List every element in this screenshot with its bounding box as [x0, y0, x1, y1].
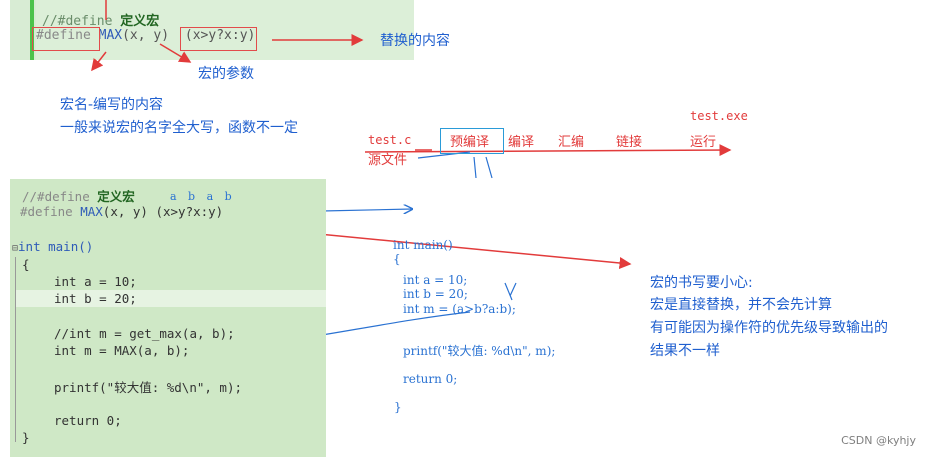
define-highlight-box	[32, 27, 100, 51]
exp-line-printf: printf("较大值: %d\n", m);	[403, 344, 556, 358]
code-define-name: MAX	[80, 204, 103, 219]
step-link: 链接	[616, 135, 643, 150]
code-comment: //#define	[22, 189, 90, 204]
top-comment-line: //#define 定义宏	[42, 10, 159, 29]
code-line-open-brace: {	[22, 257, 30, 272]
comment-prefix: //#define	[42, 14, 113, 29]
comment-title: 定义宏	[120, 14, 160, 29]
code-line-close-brace: }	[22, 430, 30, 445]
code-comment-line: //#define 定义宏	[22, 186, 135, 205]
macro-name-note-2: 一般来说宏的名字全大写，函数不一定	[60, 120, 298, 136]
body-highlight-box	[180, 27, 257, 51]
exe-file-label: test.exe	[690, 109, 748, 123]
top-define-line: #define MAX(x, y) (x>y?x:y)	[36, 28, 255, 43]
exp-line-main: int main()	[393, 238, 453, 252]
code-define-line: #define MAX(x, y) (x>y?x:y)	[20, 204, 223, 219]
code-line-comment: //int m = get_max(a, b);	[54, 326, 235, 341]
code-comment-title: 定义宏	[97, 189, 135, 204]
exp-line-m: int m = (a>b?a:b);	[403, 302, 516, 316]
exp-line-b: int b = 20;	[403, 287, 468, 301]
watermark: CSDN @kyhjy	[841, 434, 916, 447]
main-code-panel	[10, 179, 326, 457]
note-line-1: 宏的书写要小心:	[650, 275, 753, 291]
replace-content-label: 替换的内容	[380, 33, 450, 49]
current-line-highlight	[16, 290, 326, 307]
exp-line-a: int a = 10;	[403, 273, 468, 287]
macro-params: (x, y)	[122, 28, 170, 43]
handwritten-params: a b a b	[170, 190, 236, 203]
run-label: 运行	[690, 135, 717, 150]
code-line-b: int b = 20;	[54, 291, 137, 306]
note-line-4: 结果不一样	[650, 343, 720, 359]
fold-guide	[15, 257, 16, 442]
step-compile: 编译	[508, 135, 535, 150]
code-line-printf: printf("较大值: %d\n", m);	[54, 380, 243, 395]
step-assemble: 汇编	[558, 135, 585, 150]
macro-name: MAX	[98, 28, 123, 43]
code-line-m: int m = MAX(a, b);	[54, 343, 190, 358]
exp-line-close: }	[394, 400, 402, 414]
macro-params-label: 宏的参数	[198, 66, 254, 82]
step-precompile: 预编译	[450, 135, 490, 150]
exp-line-return: return 0;	[403, 372, 458, 386]
exp-line-open: {	[393, 252, 401, 266]
define-keyword: #define	[36, 28, 91, 43]
code-main-sig: int main()	[18, 239, 94, 254]
source-label: 源文件	[368, 153, 408, 168]
precompile-box	[440, 128, 504, 154]
code-define-rest: (x, y) (x>y?x:y)	[102, 204, 224, 219]
code-line-main: ⊟int main()	[12, 239, 94, 254]
source-file-label: test.c	[368, 133, 412, 147]
macro-name-note-1: 宏名-编写的内容	[60, 97, 164, 113]
macro-body: (x>y?x:y)	[184, 28, 256, 43]
code-define-kw: #define	[20, 204, 73, 219]
note-line-3: 有可能因为操作符的优先级导致输出的	[650, 320, 888, 336]
note-line-2: 宏是直接替换，并不会先计算	[650, 297, 832, 313]
code-line-a: int a = 10;	[54, 274, 137, 289]
code-line-return: return 0;	[54, 413, 122, 428]
